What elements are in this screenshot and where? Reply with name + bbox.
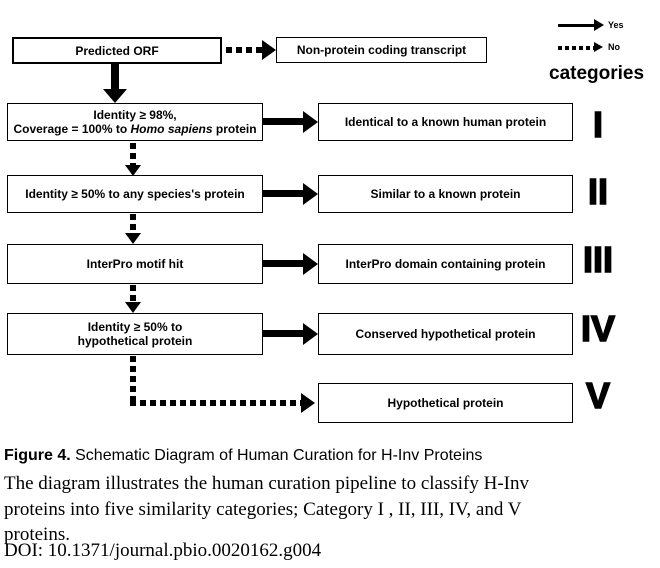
caption-line-3: proteins. bbox=[4, 524, 70, 545]
no-arrow-3to4 bbox=[130, 285, 136, 303]
yes-arrow-row2 bbox=[263, 190, 305, 197]
yes-arrowhead-row2-icon bbox=[303, 183, 318, 205]
doi-text: DOI: 10.1371/journal.pbio.0020162.g004 bbox=[4, 540, 322, 561]
caption-line-1: The diagram illustrates the human curati… bbox=[4, 473, 529, 494]
no-arrowhead-2to3-icon bbox=[125, 233, 141, 244]
no-arrow-4to5-vertical bbox=[130, 356, 136, 403]
homo-sapiens-italic: Homo sapiens bbox=[130, 122, 213, 136]
figure-title-text: Schematic Diagram of Human Curation for … bbox=[70, 447, 483, 464]
roman-numeral-4: IV bbox=[580, 308, 616, 349]
yes-arrowhead-row4-icon bbox=[303, 323, 318, 345]
category-3-label: InterPro domain containing protein bbox=[345, 257, 546, 271]
criterion-box-4: Identity ≥ 50% to hypothetical protein bbox=[7, 313, 263, 355]
legend-no-arrowhead-icon bbox=[594, 42, 603, 52]
no-arrowhead-4to5-icon bbox=[301, 393, 315, 413]
category-box-3: InterPro domain containing protein bbox=[318, 244, 573, 284]
roman-numeral-1: I bbox=[592, 104, 604, 145]
criterion-box-3: InterPro motif hit bbox=[7, 244, 263, 284]
criterion-1-line2: Coverage = 100% to Homo sapiens protein bbox=[13, 122, 257, 136]
caption-line-2: proteins into five similarity categories… bbox=[4, 498, 522, 520]
predicted-orf-box: Predicted ORF bbox=[12, 37, 222, 64]
category-5-label: Hypothetical protein bbox=[387, 396, 504, 410]
figure-label: Figure 4. bbox=[4, 447, 71, 464]
legend-yes-arrow bbox=[558, 24, 594, 27]
category-box-4: Conserved hypothetical protein bbox=[318, 313, 573, 355]
category-box-5: Hypothetical protein bbox=[318, 383, 573, 423]
criterion-box-2: Identity ≥ 50% to any species's protein bbox=[7, 175, 263, 213]
criterion-4-line2: hypothetical protein bbox=[77, 334, 193, 348]
category-box-2: Similar to a known protein bbox=[318, 175, 573, 213]
legend-yes-label: Yes bbox=[608, 20, 624, 30]
yes-arrowhead-down-icon bbox=[103, 89, 127, 103]
category-box-1: Identical to a known human protein bbox=[318, 103, 573, 141]
category-4-label: Conserved hypothetical protein bbox=[355, 327, 536, 341]
no-arrow-1to2 bbox=[130, 143, 136, 165]
yes-arrow-down bbox=[111, 63, 119, 89]
roman-numeral-2: II bbox=[587, 171, 609, 212]
non-protein-coding-box: Non-protein coding transcript bbox=[276, 37, 487, 63]
criterion-box-1: Identity ≥ 98%, Coverage = 100% to Homo … bbox=[7, 103, 263, 141]
yes-arrow-row1 bbox=[263, 118, 305, 125]
non-protein-coding-label: Non-protein coding transcript bbox=[296, 43, 467, 57]
legend-yes-arrowhead-icon bbox=[594, 19, 604, 31]
legend-no-label: No bbox=[608, 42, 620, 52]
no-arrowhead-1to2-icon bbox=[125, 165, 141, 176]
yes-arrowhead-row3-icon bbox=[303, 253, 318, 275]
criterion-4-line1: Identity ≥ 50% to bbox=[87, 320, 183, 334]
roman-numeral-5: V bbox=[585, 375, 611, 416]
roman-numeral-3: III bbox=[582, 239, 614, 280]
no-arrow-4to5-horizontal bbox=[130, 400, 302, 406]
category-2-label: Similar to a known protein bbox=[370, 187, 521, 201]
no-arrowhead-3to4-icon bbox=[125, 302, 141, 313]
criterion-1-line1: Identity ≥ 98%, bbox=[93, 108, 177, 122]
categories-heading: categories bbox=[549, 63, 645, 84]
legend-no-arrow bbox=[558, 46, 594, 50]
no-arrowhead-top-icon bbox=[262, 40, 276, 60]
no-arrow-2to3 bbox=[130, 214, 136, 234]
figure-caption-title: Figure 4. Schematic Diagram of Human Cur… bbox=[4, 446, 482, 466]
category-1-label: Identical to a known human protein bbox=[344, 115, 547, 129]
yes-arrow-row3 bbox=[263, 260, 305, 267]
no-arrow-top bbox=[226, 47, 264, 53]
criterion-2-label: Identity ≥ 50% to any species's protein bbox=[25, 187, 245, 201]
predicted-orf-label: Predicted ORF bbox=[75, 43, 159, 58]
yes-arrowhead-row1-icon bbox=[303, 111, 318, 133]
yes-arrow-row4 bbox=[263, 330, 305, 337]
figure-caption-body: The diagram illustrates the human curati… bbox=[4, 471, 656, 548]
criterion-3-label: InterPro motif hit bbox=[86, 257, 184, 271]
